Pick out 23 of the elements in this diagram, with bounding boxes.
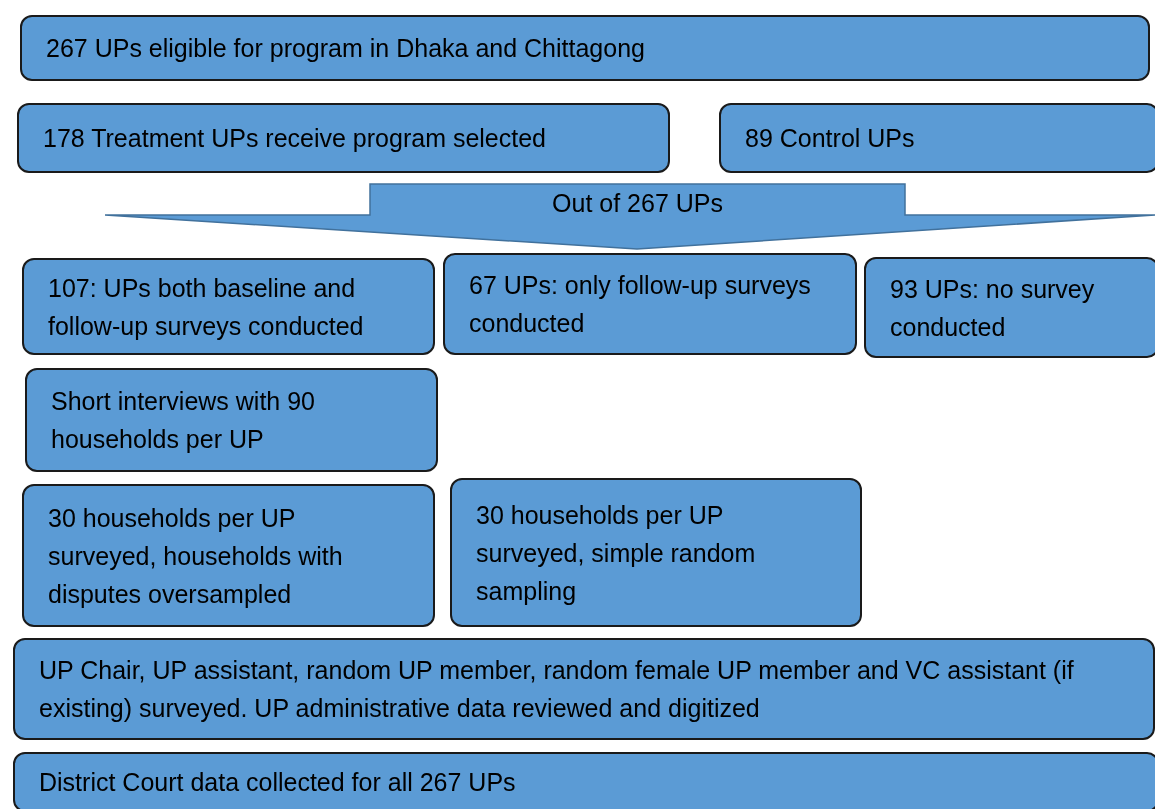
box-text: 178 Treatment UPs receive program selected <box>43 123 547 154</box>
box-text: 107: UPs both baseline and follow-up surveys conducted <box>48 272 365 342</box>
box-text: District Court data collected for all 267 UPs <box>39 767 517 798</box>
box-text: Short interviews with 90 households per UP <box>51 386 316 455</box>
process-box <box>13 638 1155 740</box>
process-box <box>17 103 670 173</box>
process-box <box>719 103 1155 173</box>
box-text: UP Chair, UP assistant, random UP member, random female UP member and VC assistant (if existing) surveyed. UP administrative data reviewed and digitized <box>39 655 1075 724</box>
box-text: 67 UPs: only follow-up surveys conducted <box>469 270 812 339</box>
process-box <box>22 258 435 355</box>
box-text: 267 UPs eligible for program in Dhaka and Chittagong <box>46 33 646 64</box>
process-box <box>22 484 435 627</box>
process-box <box>13 752 1155 809</box>
box-text: 89 Control UPs <box>745 123 916 154</box>
process-box <box>864 257 1155 358</box>
box-text: 93 UPs: no survey conducted <box>890 273 1096 343</box>
process-box <box>443 253 857 355</box>
box-text: 30 households per UP surveyed, households with disputes oversampled <box>48 502 344 610</box>
process-box <box>450 478 862 627</box>
arrow-label: Out of 267 UPs <box>552 188 723 219</box>
process-box <box>20 15 1150 81</box>
process-box <box>25 368 438 472</box>
box-text: 30 households per UP surveyed, simple random sampling <box>476 499 757 607</box>
